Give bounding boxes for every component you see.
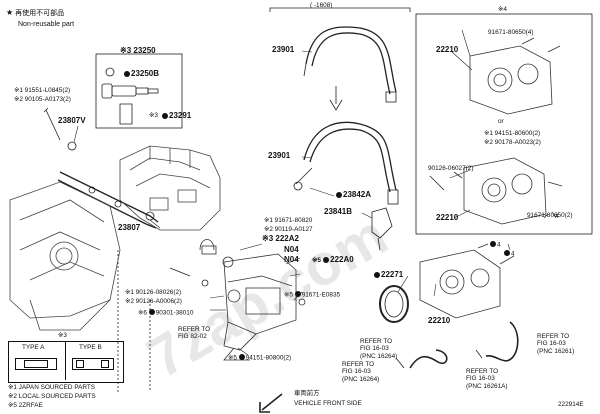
part-23250B[interactable]: 23250B [124,70,159,78]
part-N04-a[interactable]: N04 [284,245,299,254]
bullet-icon [238,354,245,360]
legend-note-3: ※3 [58,332,67,339]
refer-fig-16-03-d[interactable]: REFER TO FIG 16-03 (PNC 16261A) [466,368,508,390]
part-23291-prefix: ※3 [149,112,158,119]
part-90301-38010-label: 90301-38010 [155,309,194,317]
production-range: ( -1608) [310,2,333,9]
star-icon: ★ [6,8,14,17]
bullet-icon [148,309,155,315]
non-reusable-en: Non-reusable part [18,21,75,28]
num-4-b-label: 4 [511,250,515,258]
part-222A2[interactable]: ※3 222A2 [262,234,299,243]
refer-fig-82-02[interactable]: REFER TO FIG 82-02 [178,326,211,341]
part-90126-A0006[interactable]: ※2 90126-A0006(2) [125,298,182,305]
type-b-label: TYPE B [79,344,102,351]
part-90178-A0023[interactable]: ※2 90178-A0023(2) [484,139,541,146]
injector-icon [101,67,159,125]
part-90126-08026[interactable]: ※1 90126-08026(2) [125,289,182,296]
part-94151-80600[interactable]: ※1 94151-80600(2) [484,130,541,137]
part-222A0-label: 222A0 [330,255,354,264]
part-22271-label: 22271 [381,270,404,279]
part-23291-label: 23291 [169,111,192,120]
note-5b: ※5 [284,291,293,299]
part-91671-80650-4[interactable]: 91671-80650(4) [488,29,534,36]
type-b-cell: TYPE B [66,342,122,380]
refer-fig-16-03-c[interactable]: REFER TO FIG 16-03 (PNC 16261) [537,333,575,355]
or-label: or [498,118,504,125]
refer-fig-16-03-b[interactable]: REFER TO FIG 16-03 (PNC 16264) [342,361,380,383]
num-4-c: 4 [555,213,559,220]
part-22210-low[interactable]: 22210 [428,316,451,325]
bullet-icon [162,112,168,119]
part-90126-06027[interactable]: 90126-06027(2) [428,165,474,172]
part-91551-L0845[interactable]: ※1 91551-L0845(2) [14,87,71,94]
part-90301-38010[interactable]: ※6 90301-38010 [138,309,193,317]
part-23807V[interactable]: 23807V [58,116,86,125]
note-6: ※6 [138,309,147,317]
part-91671-80650-2[interactable]: 91671-80650(2) [527,212,573,219]
part-23291[interactable]: 23291 [162,112,191,120]
figure-id: 222914E [558,401,584,408]
part-23901-top[interactable]: 23901 [272,45,295,54]
part-23250[interactable]: ※3 23250 [120,46,156,55]
part-90119-A0127[interactable]: ※2 90119-A0127 [264,226,313,233]
type-legend-box: TYPE A TYPE B [8,341,124,383]
bullet-icon [323,256,330,263]
footnote-3: ※5 2ZRFAE [8,402,43,409]
type-a-label: TYPE A [22,344,45,351]
part-23250B-label: 23250B [131,69,160,78]
num-4-b: 4 [504,250,515,258]
part-222A0[interactable]: ※5 222A0 [312,256,354,264]
part-22210-mid[interactable]: 22210 [436,213,459,222]
part-23807[interactable]: 23807 [118,223,141,232]
front-side-en: VEHICLE FRONT SIDE [294,400,362,407]
part-91671-E0835[interactable]: ※5 91671-E0835 [284,291,340,299]
part-23842A-label: 23842A [343,190,372,199]
note-5: ※5 [312,257,321,264]
bullet-icon [490,241,496,247]
part-94151-80800-label: 94151-80800(2) [245,354,292,362]
type-a-icon [15,358,57,370]
bullet-icon [124,70,130,77]
front-side-jp: 車両前方 [294,390,320,397]
part-23841B[interactable]: 23841B [324,207,353,216]
non-reusable-legend: ★ 再使用不可部品 [6,8,65,18]
type-a-cell: TYPE A [9,342,66,380]
num-4-a-label: 4 [497,241,501,249]
part-23842A[interactable]: 23842A [336,191,371,199]
part-91671-80820[interactable]: ※1 91671-80820 [264,217,313,224]
bullet-icon [504,250,510,256]
part-94151-80800[interactable]: ※5 94151-80800(2) [228,354,291,362]
part-91671-E0835-label: 91671-E0835 [301,291,341,299]
part-N04-b[interactable]: N04 [284,255,299,264]
bullet-icon [336,191,342,198]
non-reusable-jp: 再使用不可部品 [15,10,65,17]
refer-fig-16-03-a[interactable]: REFER TO FIG 16-03 (PNC 16264) [360,338,398,360]
footnote-2: ※2 LOCAL SOURCED PARTS [8,393,96,400]
part-22271[interactable]: 22271 [374,271,403,279]
note-4-label: ※4 [498,6,507,13]
bullet-icon [374,271,380,278]
bullet-icon [294,291,301,297]
type-b-icon [72,358,114,370]
note-5c: ※5 [228,354,237,362]
num-4-a: 4 [490,241,501,249]
footnote-1: ※1 JAPAN SOURCED PARTS [8,384,96,391]
part-22210-top[interactable]: 22210 [436,45,459,54]
part-23901-mid[interactable]: 23901 [268,151,291,160]
part-90105-A0173[interactable]: ※2 90105-A0173(2) [14,96,71,103]
